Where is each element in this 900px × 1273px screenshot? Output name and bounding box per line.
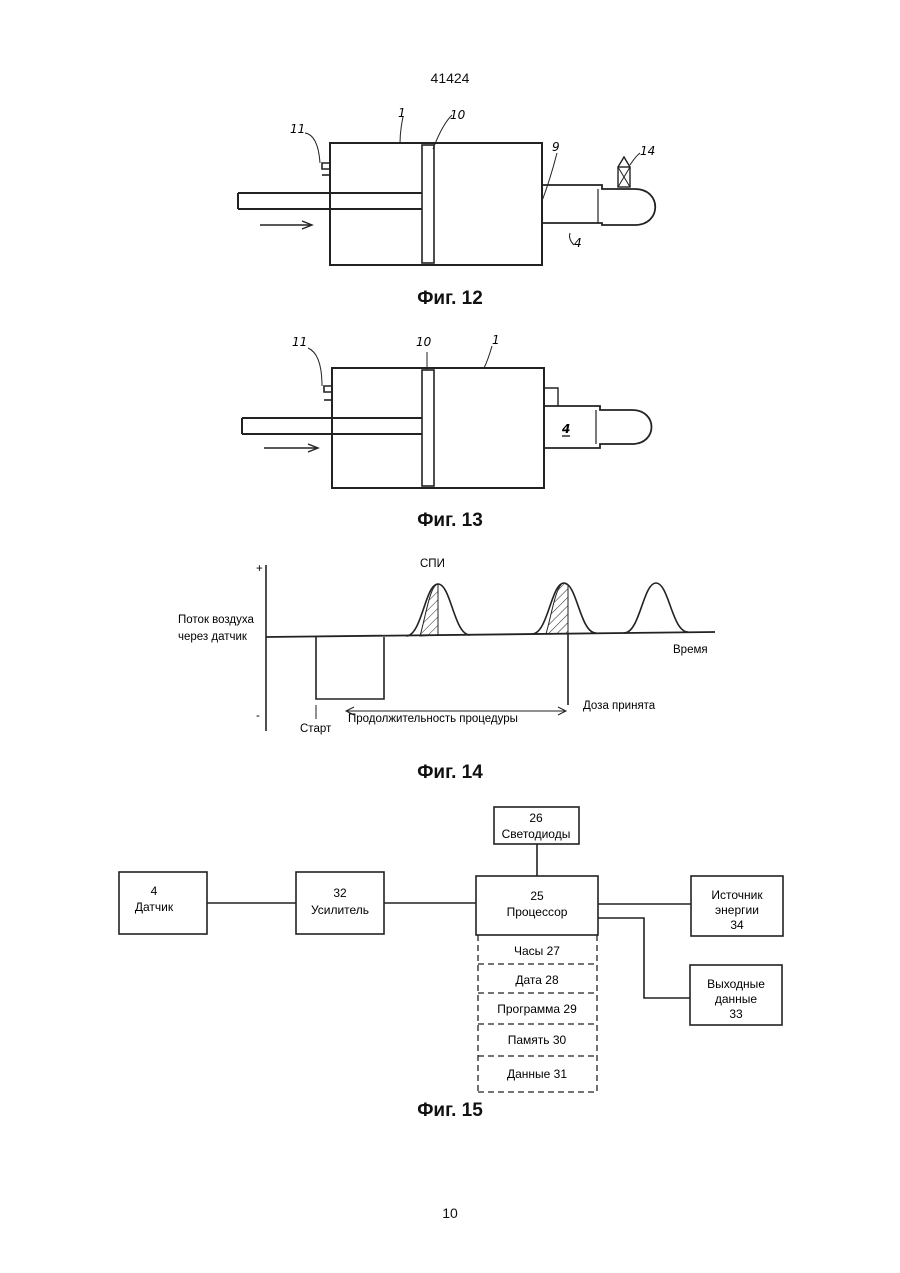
fig15-power-line1: Источник [711,888,763,902]
fig15-output-line2: данные [715,992,758,1006]
fig15-sub-date: Дата 28 [515,973,559,987]
fig14-start-label: Старт [300,723,332,735]
fig12-cylinder [330,143,542,265]
fig15-sub-memory: Память 30 [508,1033,567,1047]
fig14-time-axis [266,632,715,637]
fig13-label-11: 11 [292,335,307,349]
fig15-power-line2: энергии [715,903,759,917]
fig12-piston [422,145,434,263]
fig15-sensor-number: 4 [151,884,158,898]
fig12-label-1: 1 [398,106,406,120]
fig15-sensor-name: Датчик [135,900,174,914]
fig12-mouthpiece [542,185,655,225]
fig15-sub-clock: Часы 27 [514,944,560,958]
fig13-label-1: 1 [492,333,500,347]
fig15-power-number: 34 [730,918,744,932]
figure-13-drawing: 11 10 1 4 [230,330,670,500]
fig14-peak-label: СПИ [420,558,445,570]
figure-15-caption: Фиг. 15 [0,1100,900,1122]
fig13-piston [422,370,434,486]
fig13-valve-11 [324,386,332,392]
fig14-minus-sign: - [256,710,260,722]
fig15-amp-number: 32 [333,886,347,900]
fig12-label-9: 9 [552,140,560,154]
fig12-label-10: 10 [450,108,466,122]
figure-15-drawing: 26 Светодиоды 4 Датчик 32 Усилитель 25 П… [100,800,800,1100]
fig14-dose-label: Доза принята [583,700,656,712]
fig15-cpu-name: Процессор [507,905,568,919]
fig15-cpu-number: 25 [530,889,544,903]
figure-14-caption: Фиг. 14 [0,762,900,784]
fig12-label-4: 4 [574,236,582,250]
document-number: 41424 [0,70,900,86]
fig15-sub-data: Данные 31 [507,1067,567,1081]
fig15-leds-name: Светодиоды [502,827,571,841]
fig14-duration-label: Продолжительность процедуры [348,713,518,725]
fig13-cylinder [332,368,544,488]
fig14-peak-3 [624,583,688,633]
fig15-leds-number: 26 [529,811,543,825]
fig13-label-10: 10 [416,335,432,349]
fig12-valve-11 [322,163,330,169]
fig15-output-line1: Выходные [707,977,765,991]
fig14-ylabel-line2: через датчик [178,631,248,643]
fig15-amp-name: Усилитель [311,903,369,917]
figure-12-drawing: 11 1 10 9 14 4 [230,105,670,275]
page-number: 10 [0,1205,900,1221]
fig15-output-number: 33 [729,1007,743,1021]
figure-12-caption: Фиг. 12 [0,288,900,310]
fig14-plus-sign: + [256,563,263,575]
fig14-negative-pulse [316,637,384,699]
fig14-ylabel-line1: Поток воздуха [178,614,255,626]
fig12-label-11: 11 [290,122,305,136]
fig15-sub-program: Программа 29 [497,1002,577,1016]
fig13-label-4: 4 [561,422,570,436]
figure-13-caption: Фиг. 13 [0,510,900,532]
fig13-mouthpiece [544,406,652,448]
figure-14-drawing: + - Поток воздуха через датчик СПИ Время… [170,545,730,745]
fig14-time-label: Время [673,644,708,656]
fig12-label-14: 14 [640,144,655,158]
